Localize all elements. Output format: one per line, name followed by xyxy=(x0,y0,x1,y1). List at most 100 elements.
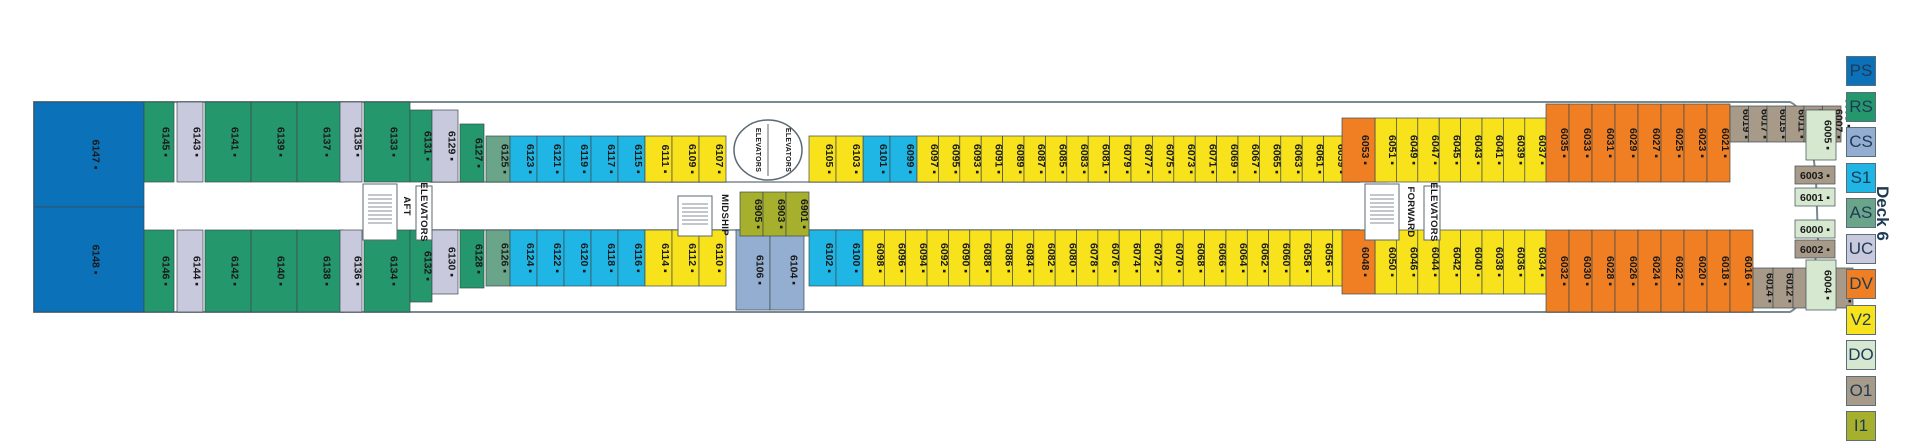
cabin-6098[interactable]: 6098 ▪ xyxy=(862,229,886,287)
cabin-6130[interactable]: 6130 ▪ xyxy=(431,229,459,295)
cabin-6100[interactable]: 6100 ▪ xyxy=(835,229,864,287)
cabin-6118[interactable]: 6118 ▪ xyxy=(590,229,619,287)
cabin-6074[interactable]: 6074 ▪ xyxy=(1118,229,1142,287)
cabin-6093[interactable]: 6093 ▪ xyxy=(959,135,983,183)
cabin-6126[interactable]: 6126 ▪ xyxy=(485,229,511,287)
cabin-6078[interactable]: 6078 ▪ xyxy=(1076,229,1100,287)
cabin-6048[interactable]: 6048 ▪ xyxy=(1341,229,1376,295)
cabin-6092[interactable]: 6092 ▪ xyxy=(926,229,950,287)
cabin-6109[interactable]: 6109 ▪ xyxy=(671,135,700,183)
cabin-6901[interactable]: 6901 ▪ xyxy=(785,191,810,237)
cabin-6131[interactable]: 6131 ▪ xyxy=(409,109,434,183)
cabin-6076[interactable]: 6076 ▪ xyxy=(1097,229,1121,287)
cabin-6146[interactable]: 6146 ▪ xyxy=(143,229,175,313)
cabin-6035[interactable]: 6035 ▪ xyxy=(1545,103,1570,183)
cabin-6087[interactable]: 6087 ▪ xyxy=(1023,135,1047,183)
cabin-6065[interactable]: 6065 ▪ xyxy=(1259,135,1283,183)
cabin-6905[interactable]: 6905 ▪ xyxy=(739,191,764,237)
cabin-6041[interactable]: 6041 ▪ xyxy=(1481,117,1505,183)
cabin-6139[interactable]: 6139 ▪ xyxy=(250,101,298,183)
cabin-6064[interactable]: 6064 ▪ xyxy=(1225,229,1249,287)
cabin-6120[interactable]: 6120 ▪ xyxy=(563,229,592,287)
cabin-6128[interactable]: 6128 ▪ xyxy=(459,229,485,289)
cabin-6068[interactable]: 6068 ▪ xyxy=(1182,229,1206,287)
cabin-6119[interactable]: 6119 ▪ xyxy=(563,135,592,183)
cabin-6039[interactable]: 6039 ▪ xyxy=(1503,117,1527,183)
cabin-6134[interactable]: 6134 ▪ xyxy=(363,229,411,313)
cabin-6024[interactable]: 6024 ▪ xyxy=(1637,229,1662,313)
cabin-6053[interactable]: 6053 ▪ xyxy=(1341,117,1376,183)
cabin-6000[interactable]: 6000 ▪ xyxy=(1794,219,1836,239)
cabin-6034[interactable]: 6034 ▪ xyxy=(1524,229,1548,295)
cabin-6062[interactable]: 6062 ▪ xyxy=(1246,229,1270,287)
cabin-6030[interactable]: 6030 ▪ xyxy=(1568,229,1593,313)
cabin-6060[interactable]: 6060 ▪ xyxy=(1268,229,1292,287)
cabin-6091[interactable]: 6091 ▪ xyxy=(980,135,1004,183)
cabin-6025[interactable]: 6025 ▪ xyxy=(1660,103,1685,183)
cabin-6116[interactable]: 6116 ▪ xyxy=(617,229,646,287)
cabin-6097[interactable]: 6097 ▪ xyxy=(916,135,940,183)
cabin-6069[interactable]: 6069 ▪ xyxy=(1216,135,1240,183)
cabin-6137[interactable]: 6137 ▪ xyxy=(296,101,344,183)
cabin-6121[interactable]: 6121 ▪ xyxy=(536,135,565,183)
cabin-6026[interactable]: 6026 ▪ xyxy=(1614,229,1639,313)
cabin-6107[interactable]: 6107 ▪ xyxy=(698,135,727,183)
cabin-6027[interactable]: 6027 ▪ xyxy=(1637,103,1662,183)
cabin-6081[interactable]: 6081 ▪ xyxy=(1087,135,1111,183)
cabin-6136[interactable]: 6136 ▪ xyxy=(339,229,364,313)
cabin-6903[interactable]: 6903 ▪ xyxy=(762,191,787,237)
cabin-6045[interactable]: 6045 ▪ xyxy=(1438,117,1462,183)
cabin-6043[interactable]: 6043 ▪ xyxy=(1460,117,1484,183)
cabin-6141[interactable]: 6141 ▪ xyxy=(204,101,252,183)
cabin-6032[interactable]: 6032 ▪ xyxy=(1545,229,1570,313)
cabin-6070[interactable]: 6070 ▪ xyxy=(1161,229,1185,287)
cabin-6049[interactable]: 6049 ▪ xyxy=(1396,117,1420,183)
cabin-6022[interactable]: 6022 ▪ xyxy=(1660,229,1685,313)
cabin-6058[interactable]: 6058 ▪ xyxy=(1289,229,1313,287)
cabin-6140[interactable]: 6140 ▪ xyxy=(250,229,298,313)
cabin-6103[interactable]: 6103 ▪ xyxy=(835,135,864,183)
cabin-6106[interactable]: 6106 ▪ xyxy=(735,229,771,311)
cabin-6028[interactable]: 6028 ▪ xyxy=(1591,229,1616,313)
cabin-6114[interactable]: 6114 ▪ xyxy=(644,229,673,287)
cabin-6104[interactable]: 6104 ▪ xyxy=(769,229,805,311)
cabin-6083[interactable]: 6083 ▪ xyxy=(1066,135,1090,183)
cabin-6001[interactable]: 6001 ▪ xyxy=(1794,187,1836,207)
cabin-6094[interactable]: 6094 ▪ xyxy=(905,229,929,287)
cabin-6063[interactable]: 6063 ▪ xyxy=(1280,135,1304,183)
cabin-6042[interactable]: 6042 ▪ xyxy=(1438,229,1462,295)
cabin-6051[interactable]: 6051 ▪ xyxy=(1374,117,1398,183)
cabin-6037[interactable]: 6037 ▪ xyxy=(1524,117,1548,183)
cabin-6056[interactable]: 6056 ▪ xyxy=(1310,229,1335,287)
cabin-6002[interactable]: 6002 ▪ xyxy=(1794,239,1836,259)
cabin-6096[interactable]: 6096 ▪ xyxy=(883,229,908,287)
cabin-6124[interactable]: 6124 ▪ xyxy=(509,229,538,287)
cabin-6102[interactable]: 6102 ▪ xyxy=(808,229,837,287)
cabin-6003[interactable]: 6003 ▪ xyxy=(1794,165,1836,185)
cabin-6112[interactable]: 6112 ▪ xyxy=(671,229,700,287)
cabin-6031[interactable]: 6031 ▪ xyxy=(1591,103,1616,183)
cabin-6125[interactable]: 6125 ▪ xyxy=(485,135,511,183)
cabin-6095[interactable]: 6095 ▪ xyxy=(938,135,962,183)
cabin-6145[interactable]: 6145 ▪ xyxy=(143,101,175,183)
cabin-6075[interactable]: 6075 ▪ xyxy=(1152,135,1176,183)
cabin-6012[interactable]: 6012 ▪ xyxy=(1772,267,1796,309)
cabin-6088[interactable]: 6088 ▪ xyxy=(969,229,993,287)
cabin-6085[interactable]: 6085 ▪ xyxy=(1045,135,1069,183)
cabin-6014[interactable]: 6014 ▪ xyxy=(1752,267,1776,309)
cabin-6072[interactable]: 6072 ▪ xyxy=(1140,229,1164,287)
cabin-6079[interactable]: 6079 ▪ xyxy=(1109,135,1133,183)
cabin-6115[interactable]: 6115 ▪ xyxy=(617,135,646,183)
cabin-6099[interactable]: 6099 ▪ xyxy=(889,135,918,183)
cabin-6127[interactable]: 6127 ▪ xyxy=(459,123,485,183)
cabin-6029[interactable]: 6029 ▪ xyxy=(1614,103,1639,183)
cabin-6021[interactable]: 6021 ▪ xyxy=(1706,103,1731,183)
cabin-6066[interactable]: 6066 ▪ xyxy=(1204,229,1228,287)
cabin-6082[interactable]: 6082 ▪ xyxy=(1033,229,1057,287)
cabin-6080[interactable]: 6080 ▪ xyxy=(1054,229,1078,287)
cabin-6047[interactable]: 6047 ▪ xyxy=(1417,117,1441,183)
cabin-6142[interactable]: 6142 ▪ xyxy=(204,229,252,313)
cabin-6018[interactable]: 6018 ▪ xyxy=(1706,229,1731,313)
cabin-6005[interactable]: 6005 ▪ xyxy=(1805,109,1837,161)
cabin-6090[interactable]: 6090 ▪ xyxy=(948,229,972,287)
